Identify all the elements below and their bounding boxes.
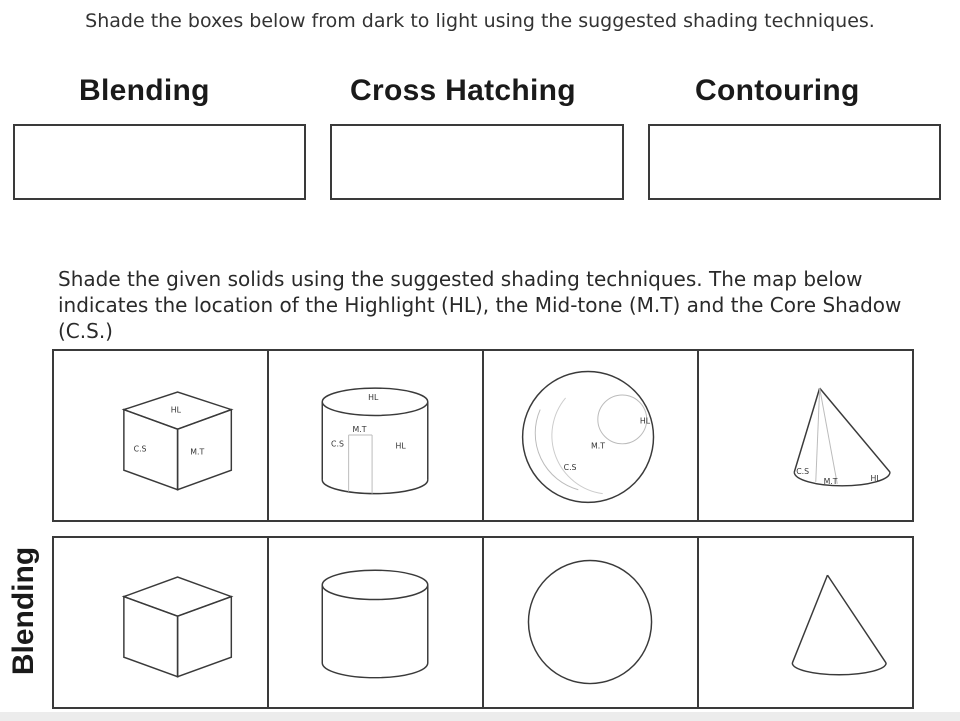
map-cs-label: C.S: [134, 445, 147, 454]
blending-cell-cube[interactable]: [54, 538, 269, 707]
practice-box-blending[interactable]: [13, 124, 306, 200]
map-hl-label: HL: [171, 406, 182, 415]
map-hl-label: HL: [870, 474, 881, 483]
blending-cell-sphere[interactable]: [484, 538, 699, 707]
technique-label-blending: Blending: [79, 74, 210, 107]
map-cs-label: C.S: [331, 440, 344, 449]
cube-map-drawing: HL C.S M.T: [121, 391, 234, 491]
technique-label-cross-hatching: Cross Hatching: [350, 74, 576, 107]
cube-outline: [121, 576, 234, 678]
map-mt-label: M.T: [353, 425, 367, 434]
blending-cell-cylinder[interactable]: [269, 538, 484, 707]
sphere-map-drawing: HL M.T C.S: [521, 370, 655, 504]
technique-label-contouring: Contouring: [695, 74, 860, 107]
map-cell-cube: HL C.S M.T: [54, 351, 269, 520]
cone-map-drawing: C.S M.T HL: [793, 387, 891, 487]
instructions-boxes: Shade the boxes below from dark to light…: [85, 10, 875, 32]
shading-map-row: HL C.S M.T HL M.T C.S HL HL M.T C.S: [52, 349, 914, 522]
cone-outline: [791, 574, 887, 676]
practice-box-contouring[interactable]: [648, 124, 941, 200]
bottom-edge-strip: [0, 712, 960, 721]
map-cell-cone: C.S M.T HL: [699, 351, 912, 520]
blending-cell-cone[interactable]: [699, 538, 912, 707]
practice-box-cross-hatching[interactable]: [330, 124, 624, 200]
map-cell-sphere: HL M.T C.S: [484, 351, 699, 520]
instructions-solids: Shade the given solids using the suggest…: [58, 267, 902, 343]
map-mt-label: M.T: [190, 448, 204, 457]
map-cell-cylinder: HL M.T C.S HL: [269, 351, 484, 520]
row-label-blending: Blending: [2, 536, 46, 686]
map-cs-label: C.S: [796, 467, 809, 476]
map-mt-label: M.T: [824, 477, 838, 486]
map-mt-label: M.T: [591, 442, 605, 451]
map-hl-label: HL: [640, 416, 651, 425]
blending-row: [52, 536, 914, 709]
sphere-outline: [527, 559, 653, 685]
map-cs-label: C.S: [564, 463, 577, 472]
map-hl-label-top: HL: [368, 393, 379, 402]
map-hl-label-side: HL: [396, 442, 407, 451]
row-label-blending-text: Blending: [7, 546, 41, 676]
cylinder-map-drawing: HL M.T C.S HL: [321, 387, 429, 495]
cylinder-outline: [321, 569, 429, 679]
